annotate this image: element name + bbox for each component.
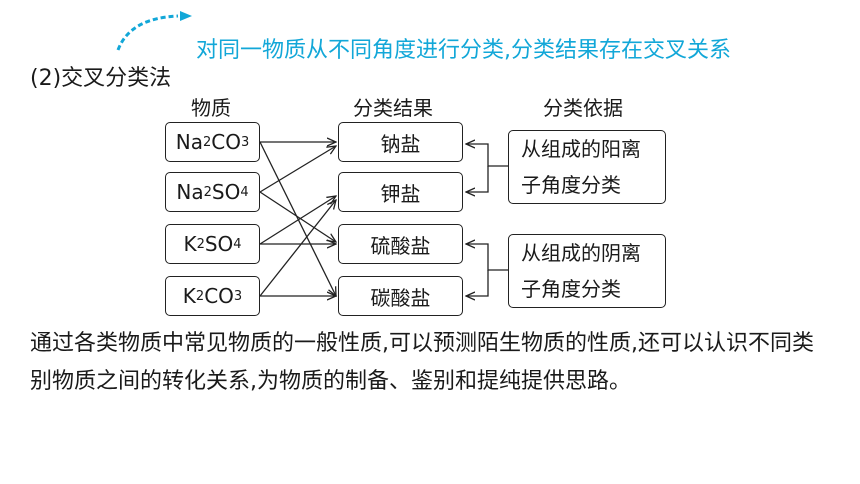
basis-cation-line1: 从组成的阳离 <box>521 137 641 161</box>
header-result: 分类结果 <box>353 96 433 120</box>
basis-box-anion: 从组成的阴离 子角度分类 <box>508 234 666 308</box>
link-na2so4-sodium <box>259 146 336 193</box>
basis-box-cation: 从组成的阳离 子角度分类 <box>508 130 666 204</box>
result-box-sodium-salt: 钠盐 <box>338 122 463 162</box>
basis-anion-line1: 从组成的阴离 <box>521 241 641 265</box>
annotation-note: 对同一物质从不同角度进行分类,分类结果存在交叉关系 <box>196 38 731 63</box>
bracket-anion-lower <box>466 270 489 296</box>
summary-paragraph: 通过各类物质中常见物质的一般性质,可以预测陌生物质的性质,还可以认识不同类别物质… <box>30 331 814 394</box>
bracket-cation <box>466 144 508 167</box>
link-na2so4-sulfate <box>259 191 336 242</box>
result-box-potassium-salt: 钾盐 <box>338 172 463 212</box>
header-basis: 分类依据 <box>543 96 623 120</box>
basis-cation-line2: 子角度分类 <box>521 173 621 197</box>
bracket-cation-lower <box>466 166 489 192</box>
link-k2co3-potassium <box>259 200 336 297</box>
section-heading: (2)交叉分类法 <box>30 66 172 91</box>
result-box-carbonate: 碳酸盐 <box>338 276 463 316</box>
link-na2co3-carbonate <box>259 141 336 296</box>
header-substance: 物质 <box>191 96 231 120</box>
result-box-sulfate: 硫酸盐 <box>338 224 463 264</box>
basis-anion-line2: 子角度分类 <box>521 277 621 301</box>
link-k2so4-potassium <box>259 196 336 245</box>
bracket-anion <box>466 244 508 271</box>
